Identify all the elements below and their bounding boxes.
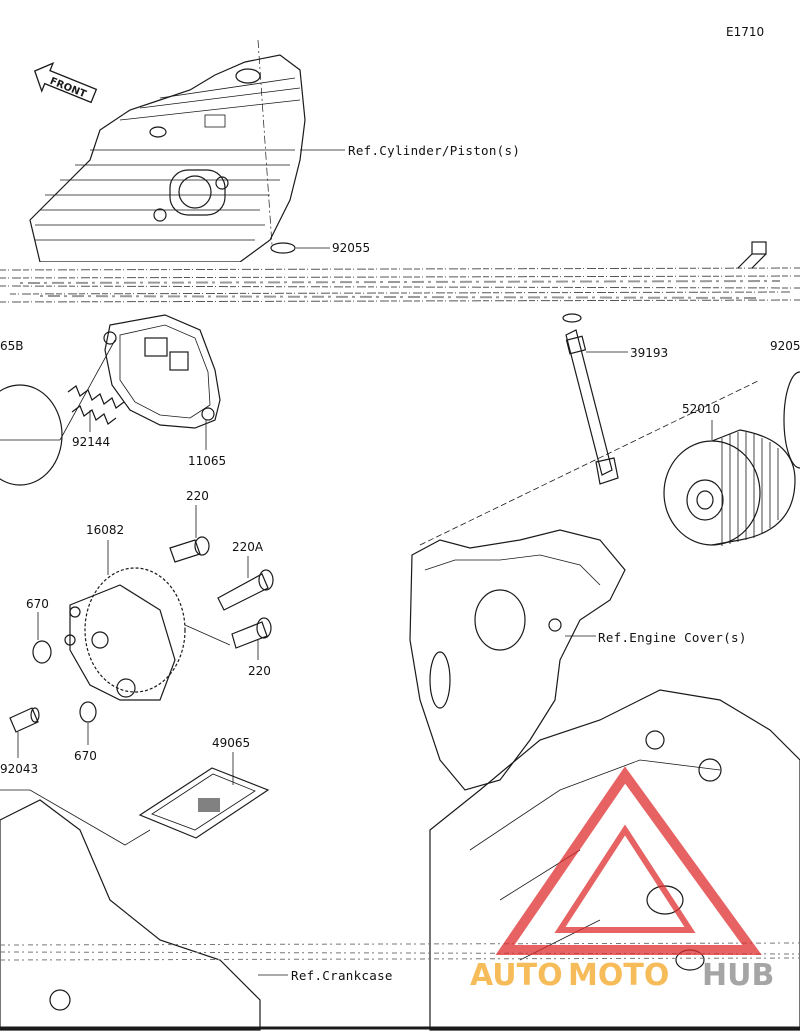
spring-92144 — [67, 385, 125, 425]
o-ring-92055 — [270, 242, 296, 254]
o-ring-670-left — [32, 640, 52, 664]
o-ring-92055B — [0, 384, 63, 486]
pin-92043 — [9, 707, 40, 733]
watermark-hub: HUB — [702, 958, 774, 993]
callout-220A: 220A — [232, 540, 264, 554]
diagram-code: E1710 — [726, 25, 764, 39]
callout-92055-right: 9205 — [770, 339, 800, 353]
callout-49065: 49065 — [212, 736, 250, 750]
oil-pump-cover-11065 — [103, 314, 221, 429]
oil-filter-52010 — [663, 429, 796, 546]
bolt-220A — [217, 569, 274, 611]
bolt-220-bottom — [231, 617, 272, 649]
automotohub-watermark: AUTO MOTO HUB — [470, 766, 774, 993]
callout-670-left: 670 — [26, 597, 49, 611]
callout-52010: 52010 — [682, 402, 720, 416]
ref-crankcase: Ref.Crankcase — [291, 968, 393, 983]
bolt-top-right-drawing — [737, 241, 767, 269]
callout-670-bottom: 670 — [74, 749, 97, 763]
callout-39193: 39193 — [630, 346, 668, 360]
engine-cover-drawing — [409, 529, 626, 791]
oil-pipe-39193 — [562, 313, 619, 485]
callout-220-top: 220 — [186, 489, 209, 503]
callout-92055-top: 92055 — [332, 241, 370, 255]
o-ring-670-bottom — [79, 701, 97, 723]
cylinder-head-drawing — [29, 39, 306, 263]
front-arrow-icon: FRONT — [33, 62, 98, 104]
crankcase-drawing — [0, 689, 800, 1031]
callout-92055B: 65B — [0, 339, 24, 353]
callout-220-bottom: 220 — [248, 664, 271, 678]
ref-engine-cover: Ref.Engine Cover(s) — [598, 630, 747, 645]
callout-11065: 11065 — [188, 454, 226, 468]
scan-noise-band — [0, 262, 800, 312]
callout-92144: 92144 — [72, 435, 110, 449]
watermark-moto: MOTO — [568, 958, 669, 993]
o-ring-92055-right — [783, 371, 800, 469]
bolt-220-top — [169, 536, 210, 563]
oil-pump-gear-16082 — [64, 567, 186, 701]
ref-cylinder-piston: Ref.Cylinder/Piston(s) — [348, 143, 520, 158]
watermark-auto: AUTO — [470, 958, 563, 993]
oil-strainer-49065 — [138, 767, 270, 839]
callout-16082: 16082 — [86, 523, 124, 537]
callout-92043: 92043 — [0, 762, 38, 776]
